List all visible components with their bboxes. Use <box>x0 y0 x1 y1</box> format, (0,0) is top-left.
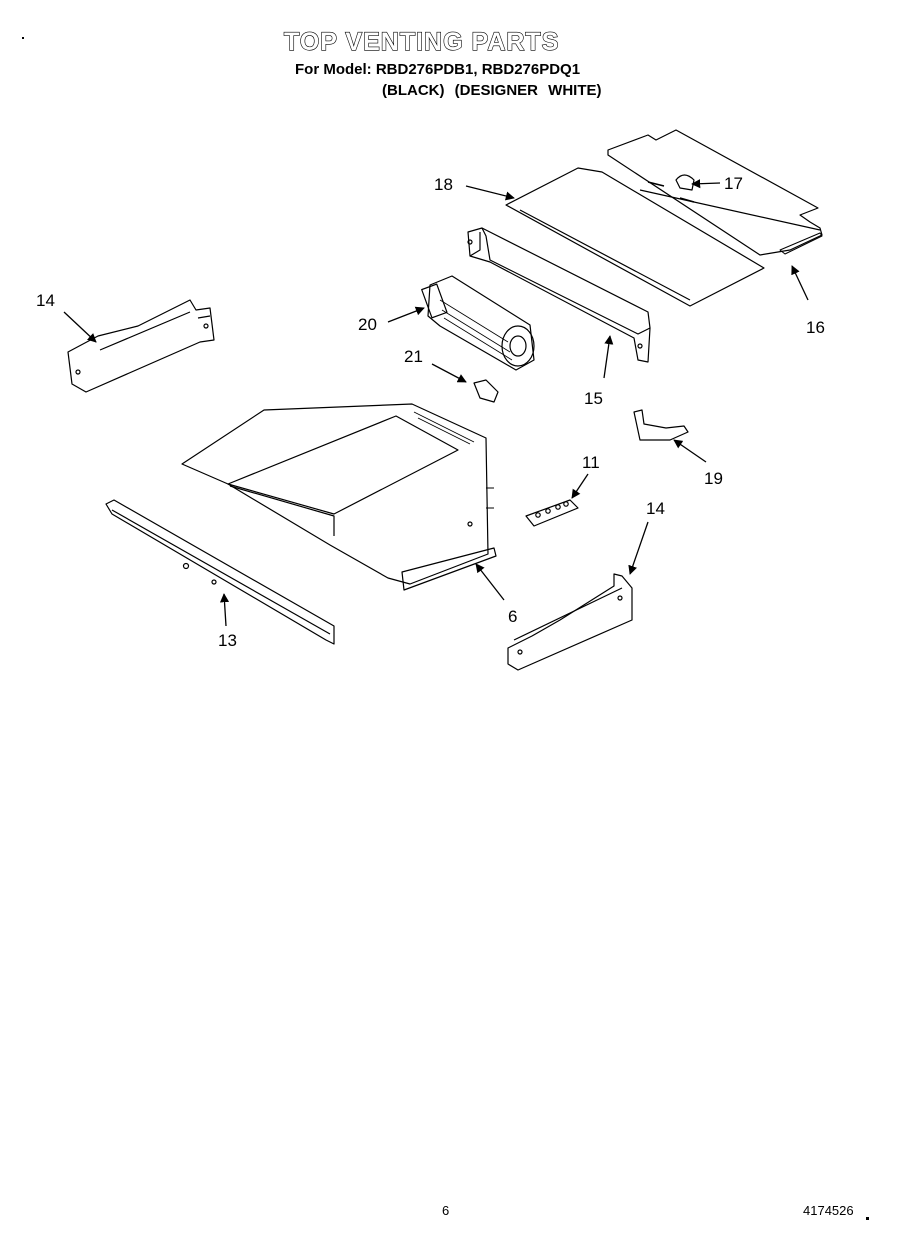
page-title: TOP VENTING PARTS <box>283 27 560 56</box>
part-21-block <box>473 379 499 403</box>
part-15-bracket <box>467 227 651 363</box>
part-14-left-bracket <box>67 299 215 393</box>
callout-21: 21 <box>404 347 423 366</box>
part-16-top-panel <box>607 129 823 256</box>
callout-20: 20 <box>358 315 377 334</box>
part-18-vent-plate <box>505 167 765 307</box>
part-code: 4174526 <box>803 1203 854 1218</box>
part-14-right-bracket <box>507 573 633 671</box>
footer-mark <box>866 1217 869 1220</box>
part-19-bracket <box>633 409 689 441</box>
part-13-front-rail <box>105 499 335 645</box>
part-20-blower <box>421 275 535 371</box>
model-line: For Model: RBD276PDB1, RBD276PDQ1 <box>295 61 581 78</box>
callout-18: 18 <box>434 175 453 194</box>
part-11-terminal-block <box>525 499 579 527</box>
part-6-duct-housing <box>181 403 497 591</box>
callout-19: 19 <box>704 469 723 488</box>
callout-6: 6 <box>508 607 517 626</box>
stray-mark <box>22 37 24 39</box>
page-number: 6 <box>442 1203 450 1218</box>
callout-17: 17 <box>724 174 743 193</box>
callout-16: 16 <box>806 318 825 337</box>
model-colors: (BLACK) (DESIGNER WHITE) <box>382 82 602 99</box>
callout-11: 11 <box>582 453 600 472</box>
part-17-clip <box>647 174 695 203</box>
callout-14-right: 14 <box>646 499 665 518</box>
callout-labels: 18 17 16 14 20 15 21 19 11 14 6 13 <box>36 174 825 650</box>
callout-13: 13 <box>218 631 237 650</box>
leader-lines <box>63 179 809 627</box>
callout-14-left: 14 <box>36 291 55 310</box>
callout-15: 15 <box>584 389 603 408</box>
